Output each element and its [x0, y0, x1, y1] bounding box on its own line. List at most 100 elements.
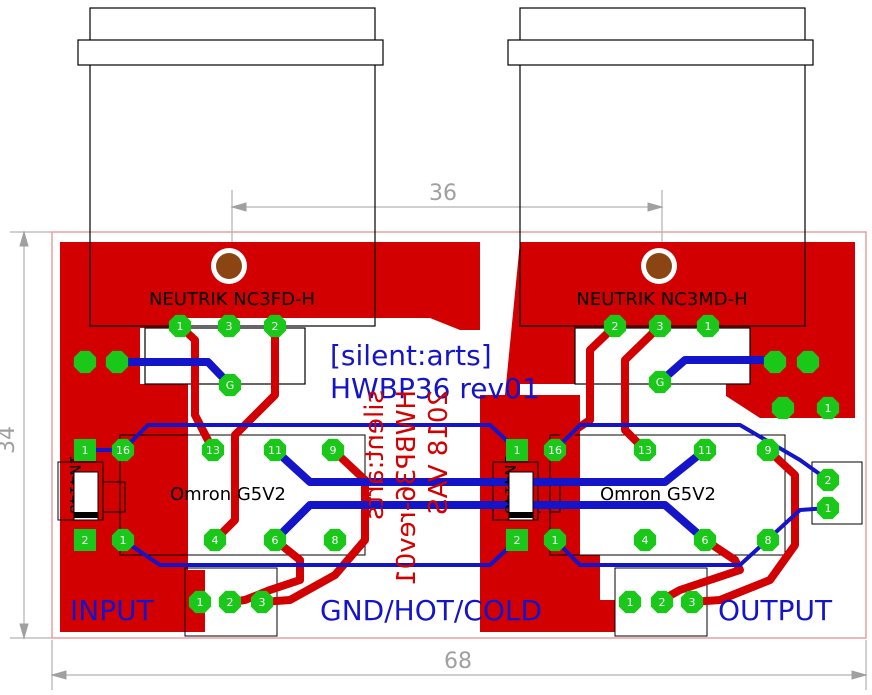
pad-mount-right-1: [763, 350, 787, 374]
mounting-holes: [211, 248, 677, 284]
board-title: HWBP36 rev01: [330, 372, 540, 405]
dimension-width-label: 36: [429, 181, 457, 206]
pad-relay-left-9-label: 9: [330, 444, 337, 457]
traces-top: [176, 322, 799, 606]
pad-relay-left-8-label: 8: [332, 534, 339, 547]
pad-mount-right-2: [796, 350, 820, 374]
pad-relay-left-16: 16: [111, 438, 135, 462]
pad-power-2-label: 2: [825, 474, 832, 487]
pad-relay-left-9: 9: [321, 438, 345, 462]
pad-relay-right-4: 4: [633, 528, 657, 552]
pad-relay-left-1: 1: [111, 528, 135, 552]
dimension-annotations: [10, 190, 868, 690]
pad-relay-left-6: 6: [263, 528, 287, 552]
pad-relay-right-13: 13: [633, 438, 657, 462]
dimension-height-label: 34: [0, 426, 20, 454]
pad-jack-right-1-label: 1: [705, 320, 712, 333]
pad-relay-right-11-label: 11: [698, 444, 712, 457]
pad-diode-left-1: 1: [74, 439, 96, 461]
dimension-overall-label: 68: [444, 649, 472, 674]
pad-relay-left-11: 11: [263, 438, 287, 462]
connector-right: [507, 7, 814, 385]
pad-jack-right-g: G: [648, 370, 672, 394]
pad-relay-right-6-label: 6: [702, 534, 709, 547]
pad-relay-left-13: 13: [201, 438, 225, 462]
pad-relay-right-1: 1: [543, 528, 567, 552]
connector-right-label: NEUTRIK NC3MD-H: [576, 289, 747, 310]
board-outline: [51, 231, 867, 639]
pad-relay-left-16-label: 16: [116, 444, 130, 457]
pad-diode-left-2-label: 2: [82, 534, 89, 547]
pad-jack-left-1: 1: [168, 314, 192, 338]
pad-diode-right-1: 1: [506, 439, 528, 461]
pad-relay-left-8: 8: [323, 528, 347, 552]
pad-aux-left: [771, 396, 795, 420]
pad-diode-left-2: 2: [74, 529, 96, 551]
pad-relay-right-8: 8: [756, 528, 780, 552]
pad-header-right-2: 2: [650, 590, 674, 614]
relay-right-label: Omron G5V2: [600, 484, 716, 505]
pad-jack-left-2-label: 2: [272, 320, 279, 333]
pad-diode-left-1-label: 1: [82, 444, 89, 457]
pad-relay-right-16: 16: [543, 438, 567, 462]
brand-title: [silent:arts]: [330, 339, 492, 372]
pad-jack-right-2-label: 2: [612, 320, 619, 333]
pad-relay-right-1-label: 1: [552, 534, 559, 547]
pad-relay-left-11-label: 11: [268, 444, 282, 457]
pad-aux-1-label: 1: [825, 402, 832, 415]
connector-left-label: NEUTRIK NC3FD-H: [149, 289, 315, 310]
mirrored-line-1: silent:arts: [360, 390, 390, 520]
pad-relay-right-6: 6: [693, 528, 717, 552]
pinout-label: GND/HOT/COLD: [320, 594, 542, 627]
pad-diode-right-2: 2: [506, 529, 528, 551]
relay-left-label: Omron G5V2: [170, 484, 286, 505]
pad-header-right-1: 1: [618, 590, 642, 614]
mirrored-line-2: HWBP36-rev01: [392, 390, 422, 586]
input-label: INPUT: [70, 594, 155, 627]
pad-mount-left-2: [105, 350, 129, 374]
pad-relay-left-4-label: 4: [212, 534, 219, 547]
connector-left: [77, 7, 384, 385]
pad-jack-right-1: 1: [696, 314, 720, 338]
pad-relay-right-11: 11: [693, 438, 717, 462]
pad-header-left-3: 3: [250, 590, 274, 614]
pad-relay-left-1-label: 1: [120, 534, 127, 547]
pad-mount-left-1: [73, 350, 97, 374]
mirrored-silkscreen: silent:arts HWBP36-rev01 2018 VAS: [360, 390, 454, 586]
pad-relay-left-6-label: 6: [272, 534, 279, 547]
pad-jack-left-g: G: [218, 373, 242, 397]
pad-jack-left-2: 2: [263, 314, 287, 338]
diode-bodies: [73, 471, 534, 521]
pad-jack-left-3-label: 3: [226, 320, 233, 333]
pad-relay-left-13-label: 13: [206, 444, 220, 457]
pad-relay-right-13-label: 13: [638, 444, 652, 457]
output-label: OUTPUT: [718, 594, 833, 627]
pad-header-left-1: 1: [188, 590, 212, 614]
pad-aux-1: 1: [816, 396, 840, 420]
pad-power-1-label: 1: [825, 502, 832, 515]
pad-relay-right-4-label: 4: [642, 534, 649, 547]
pad-power-2: 2: [816, 468, 840, 492]
pad-jack-right-g-label: G: [656, 376, 665, 389]
pad-jack-left-1-label: 1: [177, 320, 184, 333]
pad-jack-left-3: 3: [217, 314, 241, 338]
pad-jack-left-g-label: G: [226, 379, 235, 392]
pad-header-left-2: 2: [218, 590, 242, 614]
pad-power-1: 1: [816, 496, 840, 520]
traces-bottom: [83, 356, 830, 567]
pad-jack-right-2: 2: [603, 314, 627, 338]
pad-relay-right-9: 9: [756, 438, 780, 462]
pad-header-right-2-label: 2: [659, 596, 666, 609]
pad-relay-right-16-label: 16: [548, 444, 562, 457]
pad-relay-right-9-label: 9: [765, 444, 772, 457]
pad-header-right-1-label: 1: [627, 596, 634, 609]
pad-jack-right-3-label: 3: [657, 320, 664, 333]
pad-header-left-2-label: 2: [227, 596, 234, 609]
mirrored-line-3: 2018 VAS: [424, 390, 454, 515]
pad-header-left-1-label: 1: [197, 596, 204, 609]
pad-jack-right-3: 3: [648, 314, 672, 338]
pad-relay-right-8-label: 8: [765, 534, 772, 547]
pad-header-left-3-label: 3: [259, 596, 266, 609]
